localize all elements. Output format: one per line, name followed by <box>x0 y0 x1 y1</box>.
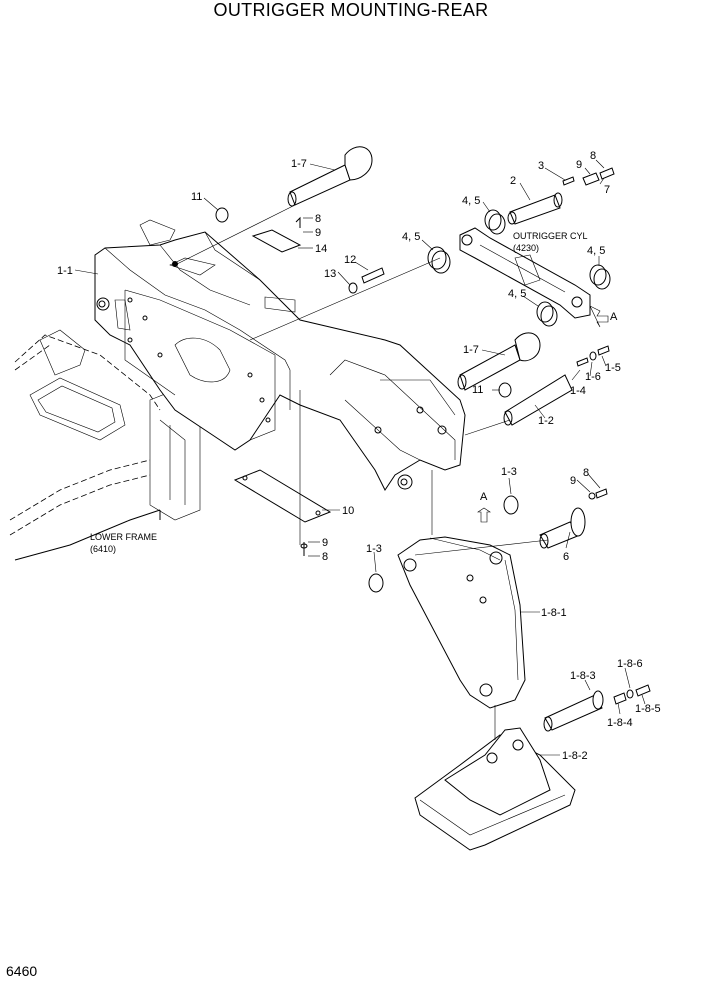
callout-9: 9 <box>570 475 576 487</box>
callout-4-5: 4, 5 <box>508 288 526 300</box>
hardware-drawings <box>215 167 651 705</box>
foot-pad-drawing <box>414 727 576 851</box>
callout-1-8-2: 1-8-2 <box>562 750 588 762</box>
callout-1-7: 1-7 <box>291 158 307 170</box>
callout-1-6: 1-6 <box>585 371 601 383</box>
callout-3: 3 <box>538 160 544 172</box>
callout-9: 9 <box>315 227 321 239</box>
callout-8: 8 <box>590 150 596 162</box>
callout-1-8-5: 1-8-5 <box>635 703 661 715</box>
callout-4-5: 4, 5 <box>462 195 480 207</box>
lower-frame-label: LOWER FRAME <box>90 532 157 542</box>
callout-labels: 1-7 11 1-1 8 9 14 12 13 4, 5 4, 5 4, 5 4… <box>57 150 661 762</box>
callout-1-8-6: 1-8-6 <box>617 658 643 670</box>
callout-1-3: 1-3 <box>366 543 382 555</box>
callout-4-5: 4, 5 <box>587 245 605 257</box>
callout-1-2: 1-2 <box>538 415 554 427</box>
page-number: 6460 <box>6 963 38 979</box>
outrigger-cyl-label: OUTRIGGER CYL <box>513 231 588 241</box>
callout-11: 11 <box>472 384 483 396</box>
callout-4-5: 4, 5 <box>402 231 420 243</box>
callout-10: 10 <box>342 505 354 517</box>
callout-7: 7 <box>604 184 610 196</box>
callout-1-3: 1-3 <box>501 466 517 478</box>
callout-8: 8 <box>322 551 328 563</box>
callout-1-1: 1-1 <box>57 265 73 277</box>
page-title: OUTRIGGER MOUNTING-REAR <box>213 0 489 20</box>
callout-13: 13 <box>324 268 336 280</box>
callout-14: 14 <box>315 243 327 255</box>
callout-9: 9 <box>322 537 328 549</box>
lower-frame-ref: (6410) <box>90 544 116 554</box>
view-a-label: A <box>610 311 618 323</box>
callout-1-8-1: 1-8-1 <box>541 607 567 619</box>
view-a-label: A <box>480 491 488 503</box>
outrigger-box-drawing <box>94 219 466 491</box>
callout-2: 2 <box>510 175 516 187</box>
callout-9: 9 <box>576 159 582 171</box>
callout-12: 12 <box>344 254 356 266</box>
callout-1-7: 1-7 <box>463 344 479 356</box>
callout-11: 11 <box>191 191 202 203</box>
callout-6: 6 <box>563 551 569 563</box>
callout-8: 8 <box>315 213 321 225</box>
callout-8: 8 <box>583 467 589 479</box>
outrigger-cylinder-drawing <box>459 227 591 319</box>
pin-drawings <box>287 146 604 732</box>
callout-1-8-4: 1-8-4 <box>607 717 633 729</box>
outrigger-cyl-ref: (4230) <box>513 243 539 253</box>
callout-1-5: 1-5 <box>605 362 621 374</box>
callout-1-4: 1-4 <box>570 385 586 397</box>
bracket-drawing <box>397 536 526 709</box>
leader-lines <box>74 159 646 756</box>
callout-1-8-3: 1-8-3 <box>570 670 596 682</box>
